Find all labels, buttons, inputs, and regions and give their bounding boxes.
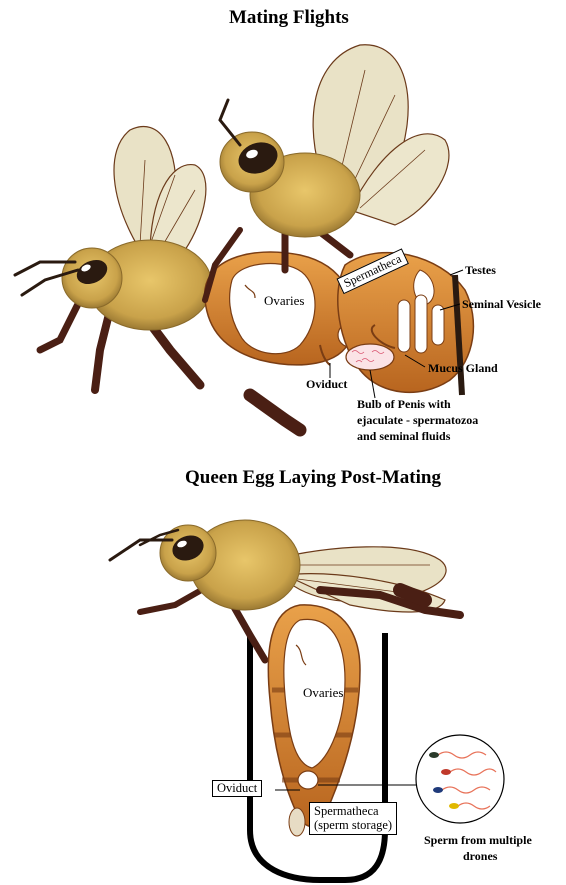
queen-body: [15, 240, 212, 330]
sperm-label-line2: drones: [463, 850, 497, 863]
sperm-inset: [416, 735, 504, 823]
bottom-oviduct-label: Oviduct: [212, 780, 262, 797]
egg-laying-queen-body: [110, 520, 300, 610]
bottom-spermatheca-label: Spermatheca (sperm storage): [309, 802, 397, 835]
top-title: Mating Flights: [229, 8, 349, 28]
bulb-label-line1: Bulb of Penis with: [357, 398, 451, 411]
spermatheca-line1: Spermatheca: [314, 804, 392, 818]
spermatheca-line2: (sperm storage): [314, 818, 392, 832]
seminal-vesicle-label: Seminal Vesicle: [462, 298, 541, 311]
top-ovaries-label: Ovaries: [264, 294, 304, 308]
sperm-label-line1: Sperm from multiple: [424, 834, 532, 847]
bulb-label-line3: and seminal fluids: [357, 430, 450, 443]
bulb-label-line2: ejaculate - spermatozoa: [357, 414, 478, 427]
top-oviduct-label: Oviduct: [306, 378, 347, 391]
bottom-ovaries-label: Ovaries: [303, 686, 343, 700]
testes-label: Testes: [465, 264, 496, 277]
bottom-title: Queen Egg Laying Post-Mating: [185, 468, 441, 488]
queen-wings: [114, 126, 206, 255]
mucus-gland-label: Mucus Gland: [428, 362, 498, 375]
